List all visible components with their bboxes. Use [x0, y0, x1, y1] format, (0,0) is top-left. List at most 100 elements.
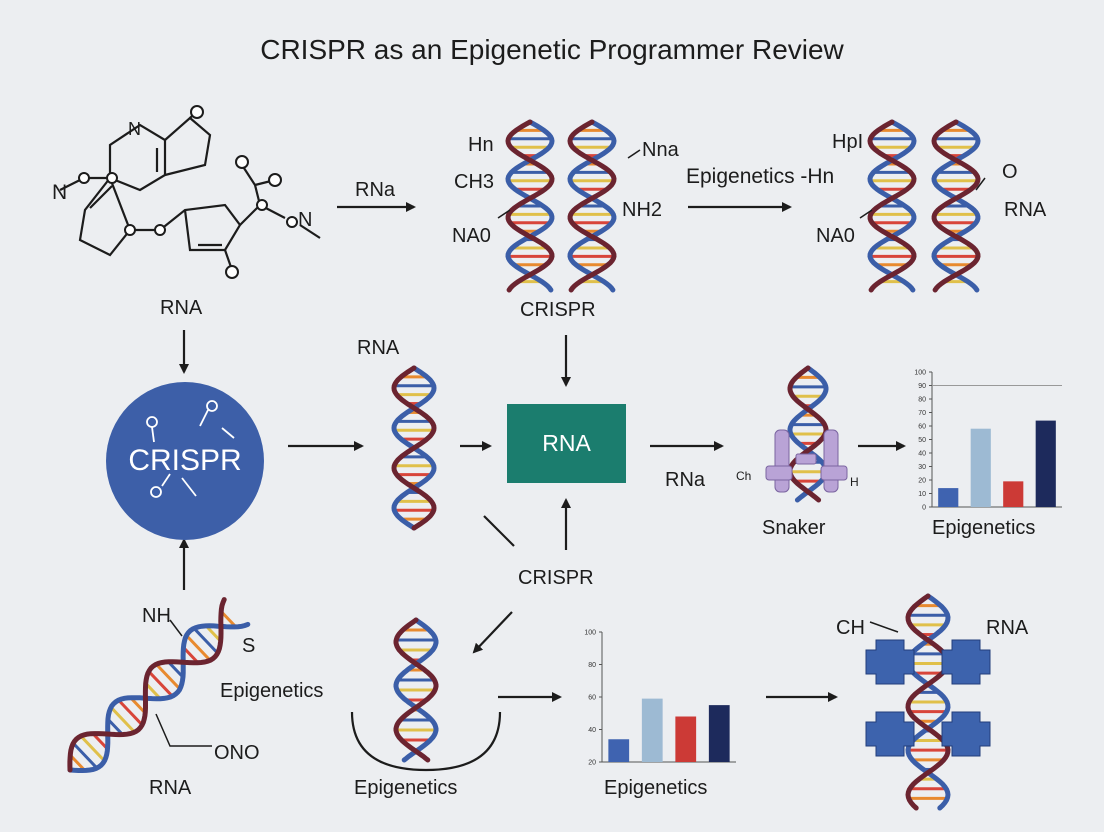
base-pair [185, 634, 212, 662]
y-tick-label: 70 [918, 410, 926, 417]
flow-arrows [179, 202, 906, 702]
base-pair [220, 610, 237, 628]
base-pair [167, 660, 185, 679]
label-ch3: CH3 [454, 171, 495, 193]
helix-strand [567, 119, 617, 293]
y-tick-label: 40 [918, 451, 926, 458]
circle-decoration [146, 400, 235, 498]
label-nh2: NH2 [622, 199, 663, 221]
helix-row1-b [567, 119, 617, 293]
atom-n-right: N [298, 209, 313, 231]
protein-complex-blue [865, 639, 991, 757]
helix-row1-d [931, 119, 981, 293]
helix-strand [505, 119, 555, 293]
helix-strand [391, 365, 437, 531]
helix-strand [67, 621, 251, 773]
label-na0: NA0 [452, 225, 491, 247]
helix-caption-crispr: CRISPR [520, 299, 596, 321]
label-nh: NH [142, 605, 171, 627]
atom-n-ring: N [128, 119, 141, 139]
bar [1003, 481, 1024, 507]
base-pair [72, 742, 98, 770]
bar [675, 716, 697, 762]
y-tick-label: 60 [918, 424, 926, 431]
bowl-curve [350, 711, 502, 772]
helix-snaker [787, 365, 829, 503]
label-hpi: HpI [832, 131, 864, 153]
y-tick-label: 50 [918, 437, 926, 444]
base-pair [147, 670, 174, 698]
arrow-to-bowl-helix [472, 611, 513, 654]
helix-row1-a [505, 119, 555, 293]
rna-arrow-label: RNa [665, 469, 706, 491]
y-tick-label: 40 [588, 727, 596, 734]
structure-atoms [78, 105, 298, 279]
protein-complex-snaker [765, 429, 848, 493]
label-rna-bottom: RNA [149, 777, 192, 799]
y-tick-label: 80 [918, 397, 926, 404]
chart-top-caption: Epigenetics [932, 517, 1036, 539]
y-tick-label: 60 [588, 695, 596, 702]
base-pair [79, 735, 106, 762]
bar [708, 705, 730, 762]
label-rna-right: RNA [1004, 199, 1047, 221]
atom-n-left: N [52, 181, 68, 204]
bar [970, 428, 991, 507]
page-title: CRISPR as an Epigenetic Programmer Revie… [260, 34, 844, 65]
helix-strand [905, 593, 951, 811]
connector-line [483, 515, 515, 547]
label-ono: ONO [214, 742, 260, 764]
helix-strand [567, 119, 617, 293]
label-pointers [155, 149, 986, 747]
helix-strand [67, 597, 227, 773]
y-tick-label: 80 [588, 662, 596, 669]
helix-row2 [391, 365, 437, 531]
bowl-caption: Epigenetics [354, 777, 458, 799]
base-pair [204, 624, 222, 643]
label-s: S [242, 635, 256, 657]
chart-bottom-caption: Epigenetics [604, 777, 708, 799]
helix-strand [931, 119, 981, 293]
base-pair [155, 663, 181, 691]
protein-right-label: H [850, 475, 859, 489]
helix-row1-c [867, 119, 917, 293]
base-pair [109, 706, 136, 734]
chemical-structure [59, 111, 321, 271]
label-o: O [1002, 161, 1018, 183]
label-nna: Nna [642, 139, 679, 161]
helix-strand [867, 119, 917, 293]
label-rna-above-helix: RNA [357, 337, 400, 359]
y-tick-label: 30 [918, 464, 926, 471]
helix-strand [867, 119, 917, 293]
base-pair [69, 754, 86, 772]
bar [938, 488, 959, 507]
bar [1035, 420, 1056, 507]
rna-box: RNA [507, 404, 626, 483]
helix-strand [505, 119, 555, 293]
y-tick-label: 90 [918, 383, 926, 390]
helix-strand [931, 119, 981, 293]
y-tick-label: 0 [922, 505, 926, 512]
protein-left-label: Ch [736, 469, 752, 483]
base-pair [117, 699, 144, 726]
label-epigenetics-left: Epigenetics [220, 680, 324, 702]
crispr-circle-label: CRISPR [128, 444, 242, 477]
y-tick-label: 100 [584, 630, 596, 637]
base-pair [192, 627, 219, 655]
y-tick-label: 100 [914, 370, 926, 377]
helix-strand [393, 617, 439, 763]
label-rna-right-bottom: RNA [986, 617, 1029, 639]
base-pair [144, 682, 162, 700]
rna-box-label: RNA [542, 430, 591, 456]
label-hn: Hn [468, 134, 494, 156]
label-crispr-center: CRISPR [518, 567, 594, 589]
bar [641, 698, 663, 762]
label-na0-right: NA0 [816, 225, 855, 247]
helix-complex [905, 593, 951, 811]
label-rna-above-circle: RNA [160, 297, 203, 319]
base-pair [129, 696, 147, 715]
base-pair [106, 718, 124, 736]
base-pair [91, 732, 109, 750]
bar [608, 739, 630, 762]
